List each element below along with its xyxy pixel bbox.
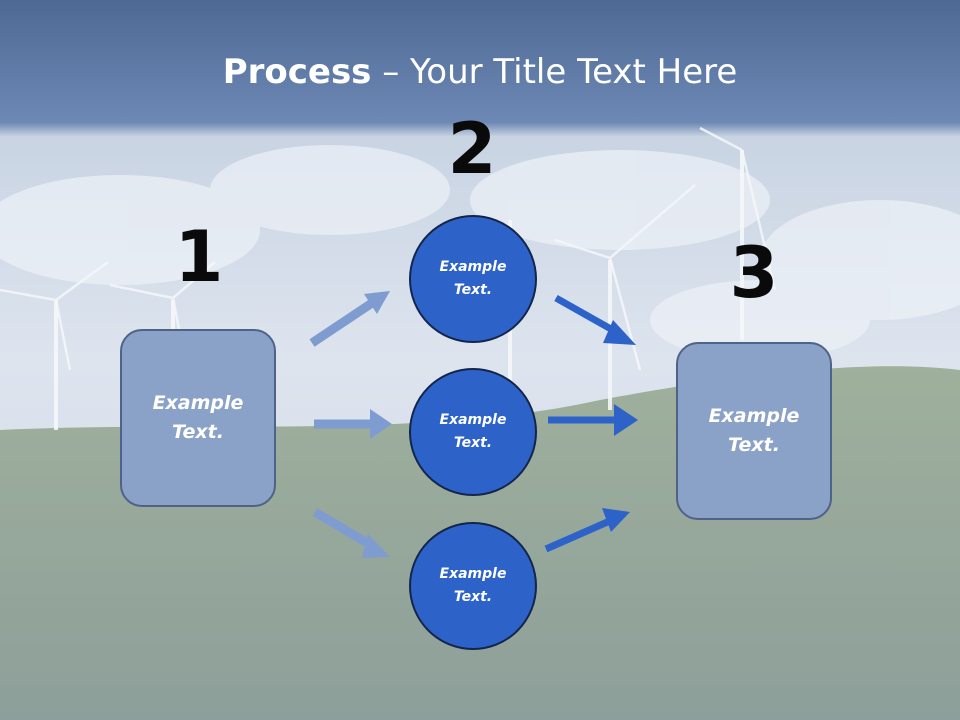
arrow-1-to-top — [309, 291, 390, 347]
slide-title: Process – Your Title Text Here — [0, 52, 960, 92]
step-2-circle-middle: Example Text. — [409, 368, 537, 496]
title-rest: – Your Title Text Here — [371, 52, 738, 92]
step-number-3: 3 — [729, 232, 779, 314]
arrow-1-to-middle — [314, 409, 392, 439]
step-1-box: Example Text. — [120, 329, 276, 507]
step-2-circle-bottom: Example Text. — [409, 522, 537, 650]
arrow-middle-to-3 — [548, 404, 638, 436]
step-number-2: 2 — [447, 108, 497, 190]
arrow-top-to-3 — [554, 294, 636, 345]
step-2-circle-top: Example Text. — [409, 215, 537, 343]
arrow-bottom-to-3 — [544, 508, 630, 553]
arrow-1-to-bottom — [312, 508, 390, 558]
step-3-box: Example Text. — [676, 342, 832, 520]
step-number-1: 1 — [174, 216, 224, 298]
title-bold: Process — [222, 52, 372, 92]
